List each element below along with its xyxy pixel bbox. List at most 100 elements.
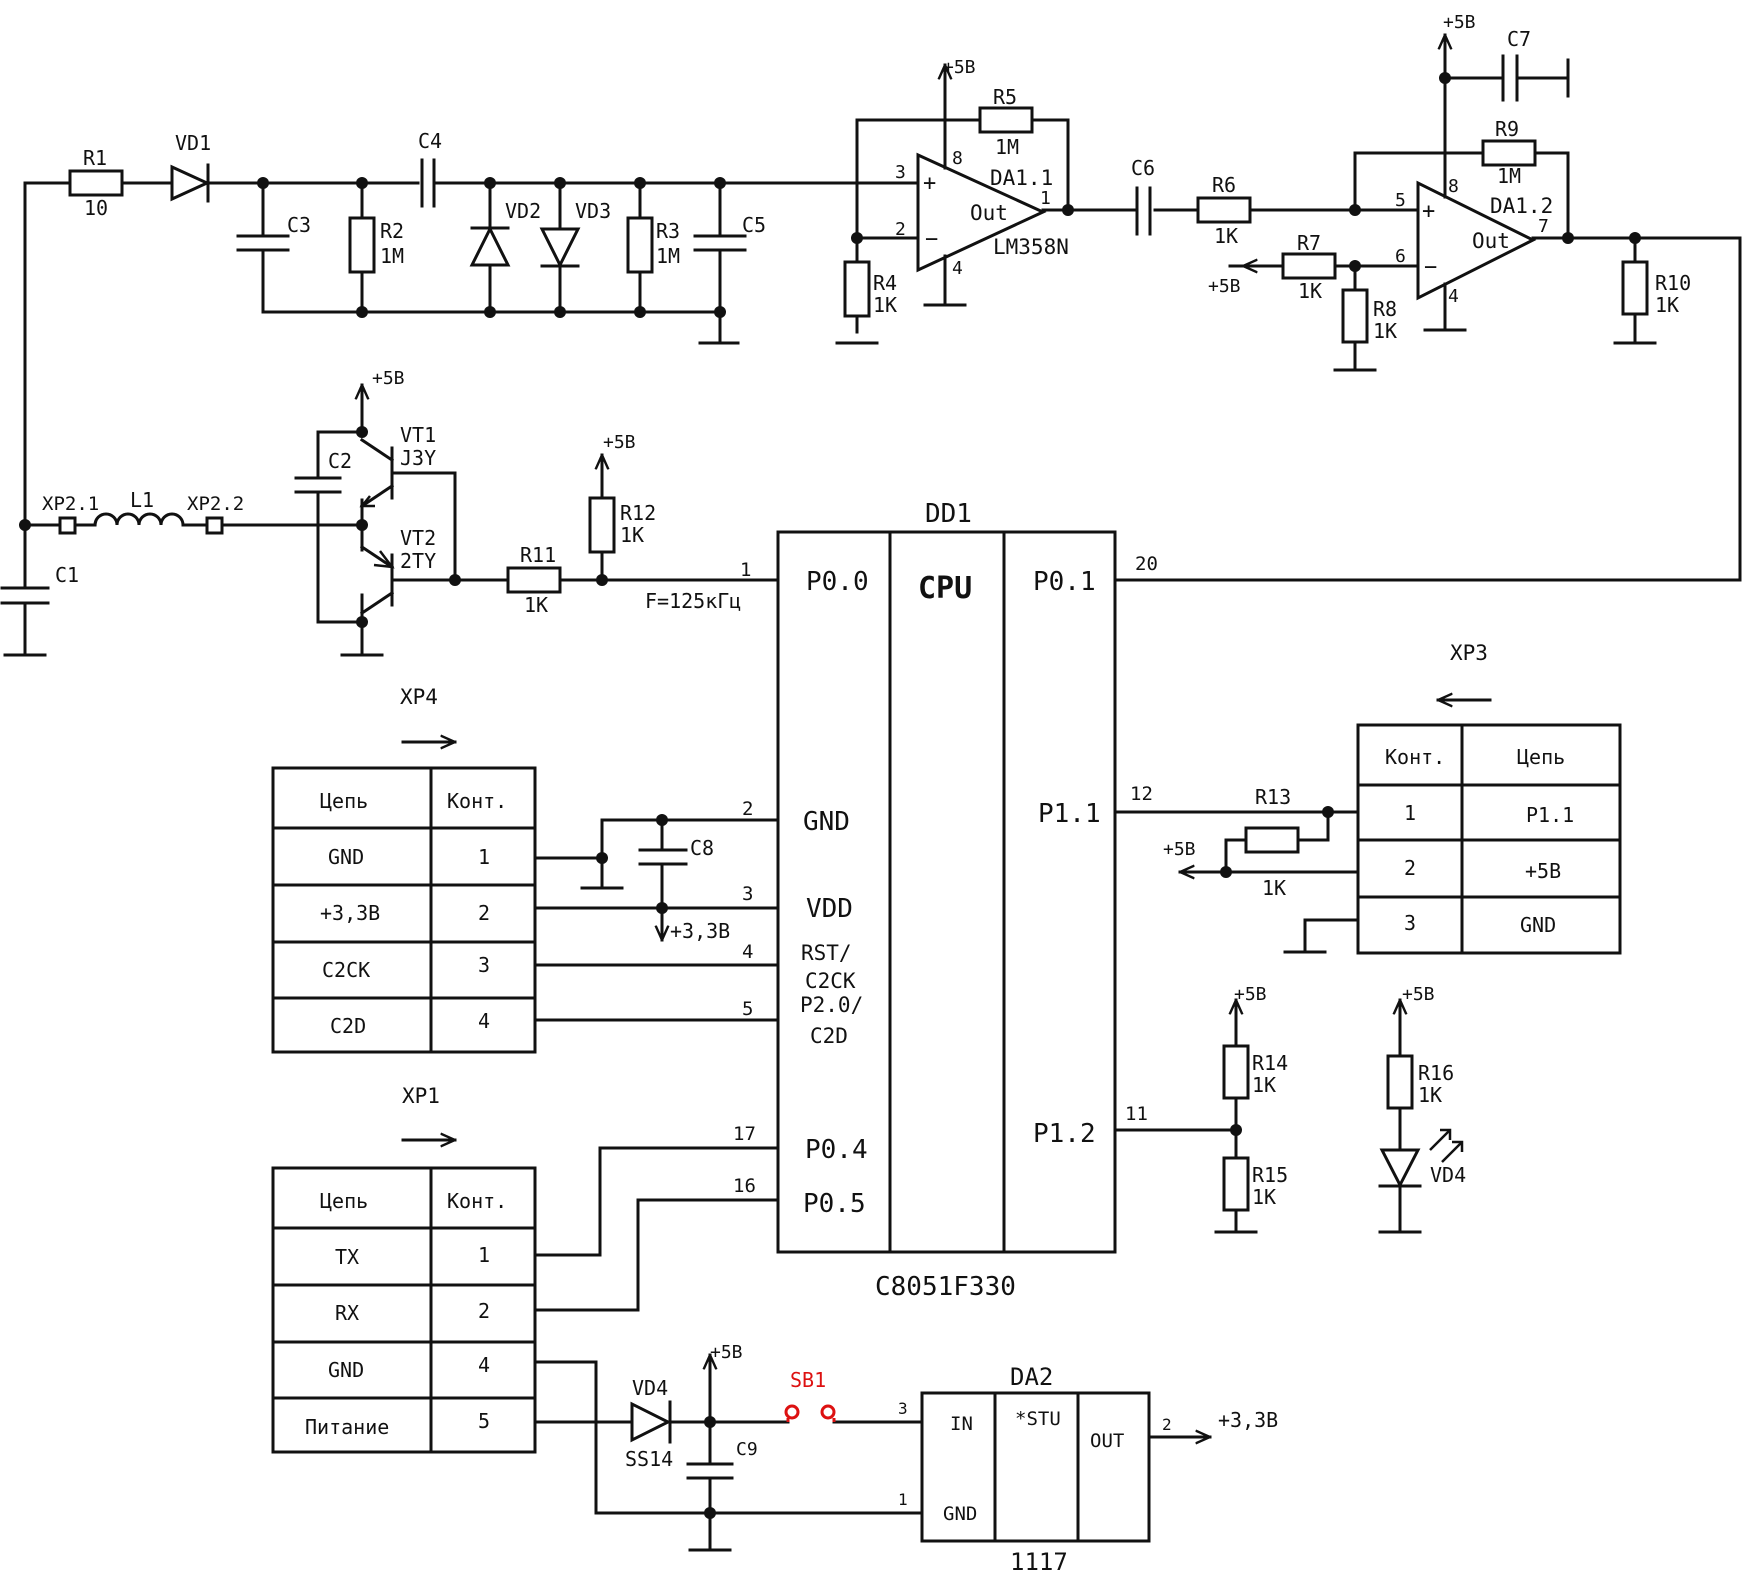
c9-capacitor: [686, 1462, 734, 1480]
pin-rst-num: 4: [742, 941, 753, 963]
xp4-row2-net: +3,3В: [320, 901, 380, 925]
r15-value: 1K: [1252, 1185, 1276, 1209]
c7-capacitor: [1501, 54, 1519, 102]
c4-ref: C4: [418, 129, 442, 153]
pin-p0-4-label: P0.4: [805, 1135, 868, 1165]
junction-dot: [1062, 204, 1074, 216]
xp1-row3-pin: 4: [478, 1353, 490, 1377]
r12-ref: R12: [620, 501, 656, 525]
xp4-row1-pin: 1: [478, 845, 490, 869]
xp1-row1-net: TX: [335, 1245, 359, 1269]
vd4-part: SS14: [625, 1447, 673, 1471]
xp4-header-net: Цепь: [320, 789, 368, 813]
pin-p0-5-label: P0.5: [803, 1189, 866, 1219]
xp4-header-pin: Конт.: [447, 789, 507, 813]
da1-2-plus: +: [1422, 199, 1435, 224]
mcu-dd1: DD1 CPU C8051F330 P0.0 GND VDD RST/ C2CK…: [733, 499, 1158, 1302]
c2-ref: C2: [328, 449, 352, 473]
power-rail-label: +5В: [710, 1342, 743, 1363]
r11-resistor: [506, 566, 562, 594]
da2-in-label: IN: [950, 1413, 973, 1435]
r15-ref: R15: [1252, 1163, 1288, 1187]
r12-value: 1K: [620, 523, 644, 547]
xp1-row2-net: RX: [335, 1301, 359, 1325]
r3-value: 1M: [656, 244, 680, 268]
pin-c2d-label: C2D: [810, 1024, 848, 1048]
pin-vdd-label: VDD: [806, 894, 853, 924]
r9-ref: R9: [1495, 117, 1519, 141]
da1-2-triangle: [1416, 180, 1537, 301]
r13-ref: R13: [1255, 785, 1291, 809]
da1-1-pin4: 4: [952, 258, 963, 279]
junction-dot: [714, 306, 726, 318]
da2-mid-label: *STU: [1015, 1408, 1061, 1430]
mcu-core: CPU: [918, 571, 972, 606]
power-supply: +5В VD4 SS14 C9 SB1 DA2 1117 IN GND *STU…: [533, 1342, 1278, 1576]
da2-pin-gnd: 1: [898, 1490, 908, 1509]
vt2-transistor: [359, 544, 395, 616]
junction-dot: [714, 177, 726, 189]
xp3-connector: XP3 Конт. Цепь 1 P1.1 2 +5В 3 GND R13 1K…: [1113, 641, 1622, 955]
junction-dot: [596, 574, 608, 586]
junction-dot: [704, 1507, 716, 1519]
junction-dot: [1220, 866, 1232, 878]
r1-resistor: [68, 169, 124, 197]
r14-resistor: [1222, 1044, 1250, 1100]
pin-c2ck-label: C2CK: [805, 969, 856, 993]
xp1-title: XP1: [402, 1084, 440, 1108]
xp4-row3-net: C2CK: [322, 958, 370, 982]
da2-gnd-label: GND: [943, 1503, 977, 1525]
junction-dot: [257, 177, 269, 189]
da2-part: 1117: [1010, 1548, 1068, 1576]
r9-value: 1M: [1497, 164, 1521, 188]
xp1-table: [271, 1166, 537, 1454]
vd1-ref: VD1: [175, 131, 211, 155]
c2-capacitor: [294, 476, 342, 494]
xp4-connector: XP4 Цепь Конт. GND 1 +3,3В 2 C2CK 3 C2D …: [271, 685, 780, 1054]
r1-ref: R1: [83, 146, 107, 170]
vd2-diode: [469, 225, 511, 267]
r3-resistor: [626, 216, 654, 274]
vd4-ref: VD4: [632, 1376, 668, 1400]
pin-p0-0-num: 1: [740, 559, 751, 581]
vd3-diode: [539, 227, 581, 269]
da1-2-ref: DA1.2: [1490, 194, 1553, 218]
junction-dot: [634, 177, 646, 189]
junction-dot: [19, 519, 31, 531]
xp3-row3-pin: 3: [1404, 911, 1416, 935]
c6-ref: C6: [1131, 156, 1155, 180]
xp4-row1-net: GND: [328, 845, 364, 869]
xp3-row3-net: GND: [1520, 913, 1556, 937]
r14-value: 1K: [1252, 1073, 1276, 1097]
xp3-header-net: Цепь: [1517, 745, 1565, 769]
junction-dot: [356, 519, 368, 531]
input-chain: R1 10 VD1 C3 R2 1M C4 VD2 VD3 R3 1M C5: [23, 129, 859, 527]
pin-p1-1-label: P1.1: [1038, 799, 1101, 829]
da2-out-label: OUT: [1090, 1430, 1124, 1452]
c9-ref: C9: [736, 1439, 758, 1460]
junction-dot: [634, 306, 646, 318]
junction-dot: [851, 232, 863, 244]
r3-ref: R3: [656, 219, 680, 243]
c1-ref: C1: [55, 563, 79, 587]
sb1-button[interactable]: [784, 1404, 836, 1422]
mcu-part: C8051F330: [875, 1272, 1016, 1302]
da1-1-pin2: 2: [895, 219, 906, 240]
c3-capacitor: [236, 234, 290, 252]
junction-dot: [1629, 232, 1641, 244]
r8-value: 1K: [1373, 319, 1397, 343]
r7-ref: R7: [1297, 231, 1321, 255]
c8-ref: C8: [690, 836, 714, 860]
r4-resistor: [843, 260, 871, 318]
da1-1-vcc-label: +5В: [943, 57, 976, 78]
r5-value: 1M: [995, 135, 1019, 159]
c8-capacitor: [638, 848, 688, 866]
r7-value: 1K: [1298, 279, 1322, 303]
mcu-ref: DD1: [925, 499, 972, 529]
r10-resistor: [1621, 260, 1649, 316]
junction-dot: [554, 306, 566, 318]
pin-rst-label: RST/: [801, 941, 852, 965]
da1-1-pin3: 3: [895, 162, 906, 183]
r5-ref: R5: [993, 85, 1017, 109]
pin-p1-1-num: 12: [1130, 783, 1153, 805]
